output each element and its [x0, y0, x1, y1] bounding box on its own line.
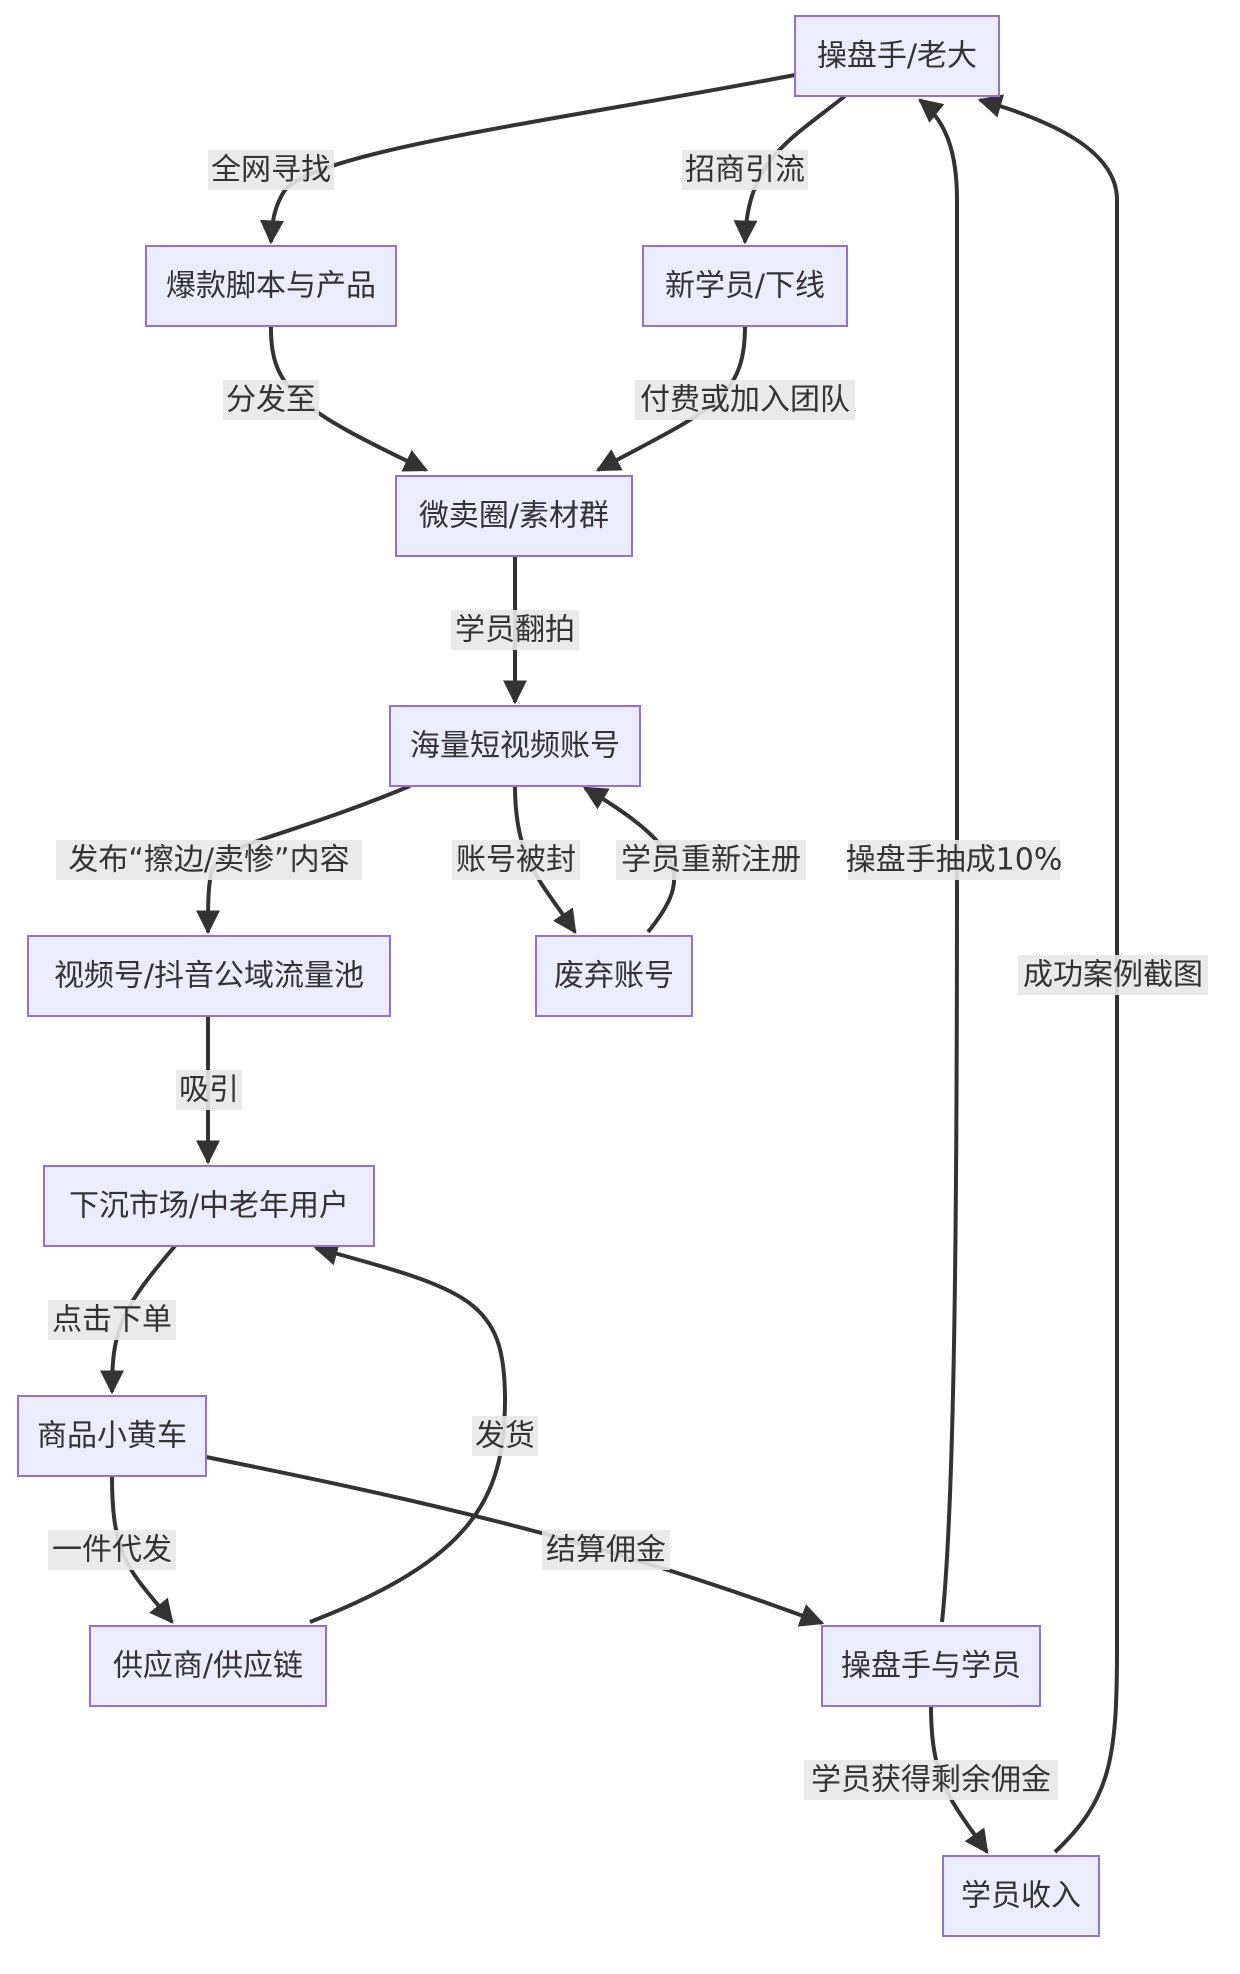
node-banned[interactable]: 废弃账号: [535, 935, 693, 1017]
edge-label-dropship: 一件代发: [48, 1530, 176, 1570]
edge-label-screenshot-text: 成功案例截图: [1023, 958, 1203, 993]
node-circle-label: 微卖圈/素材群: [419, 499, 609, 534]
edge-label-order: 点击下单: [48, 1300, 176, 1340]
edges: [100, 73, 1119, 1854]
edge-label-reshoot-text: 学员翻拍: [455, 613, 575, 648]
node-split[interactable]: 操盘手与学员: [821, 1625, 1041, 1707]
edge-label-publish: 发布“擦边/卖惨”内容: [56, 840, 362, 880]
edge-label-screenshot: 成功案例截图: [1018, 955, 1208, 995]
edge-label-ship: 发货: [472, 1416, 538, 1456]
edge-label-cut-text: 操盘手抽成10%: [846, 843, 1063, 878]
edge-label-reshoot: 学员翻拍: [451, 610, 579, 650]
edge-split-to-boss: [918, 98, 959, 1623]
edge-label-commission-text: 结算佣金: [546, 1533, 666, 1568]
edge-cart-to-split: [205, 1455, 825, 1627]
node-accounts[interactable]: 海量短视频账号: [389, 705, 641, 787]
edge-label-attract-text: 招商引流: [685, 153, 805, 188]
node-split-label: 操盘手与学员: [841, 1649, 1021, 1684]
edge-label-draw-in-text: 吸引: [179, 1073, 239, 1108]
nodes: 操盘手/老大 爆款脚本与产品 新学员/下线 微卖圈/素材群 海量短视频账号 视频…: [17, 15, 1100, 1937]
edge-label-pay-join: 付费或加入团队: [635, 380, 855, 420]
node-circle[interactable]: 微卖圈/素材群: [395, 475, 633, 557]
edge-label-cut: 操盘手抽成10%: [846, 840, 1063, 880]
node-recruit[interactable]: 新学员/下线: [642, 245, 848, 327]
edge-label-search: 全网寻找: [208, 150, 334, 190]
edge-label-ban: 账号被封: [452, 840, 580, 880]
node-script[interactable]: 爆款脚本与产品: [145, 245, 397, 327]
edge-label-publish-text: 发布“擦边/卖惨”内容: [68, 843, 349, 878]
node-supplier[interactable]: 供应商/供应链: [89, 1625, 327, 1707]
node-supplier-label: 供应商/供应链: [113, 1649, 303, 1684]
node-cart[interactable]: 商品小黄车: [17, 1395, 207, 1477]
node-cart-label: 商品小黄车: [37, 1419, 187, 1454]
edge-label-remaining-text: 学员获得剩余佣金: [811, 1763, 1051, 1798]
node-boss-label: 操盘手/老大: [817, 39, 977, 74]
node-market[interactable]: 下沉市场/中老年用户: [43, 1165, 375, 1247]
edge-labels: 全网寻找 招商引流 分发至 付费或加入团队 学员翻拍 发布“擦边/卖惨”内容 账…: [48, 150, 1208, 1800]
edge-label-remaining: 学员获得剩余佣金: [804, 1760, 1058, 1800]
node-script-label: 爆款脚本与产品: [166, 269, 376, 304]
edge-label-ban-text: 账号被封: [456, 843, 576, 878]
edge-label-distribute-text: 分发至: [226, 383, 316, 418]
edge-label-commission: 结算佣金: [542, 1530, 670, 1570]
node-income[interactable]: 学员收入: [942, 1855, 1100, 1937]
edge-boss-to-script: [259, 73, 796, 245]
edge-label-pay-join-text: 付费或加入团队: [640, 383, 850, 418]
edge-label-search-text: 全网寻找: [211, 153, 331, 188]
edge-label-attract: 招商引流: [682, 150, 808, 190]
edge-label-draw-in: 吸引: [176, 1070, 242, 1110]
node-accounts-label: 海量短视频账号: [410, 729, 620, 764]
edge-label-ship-text: 发货: [475, 1419, 535, 1454]
node-recruit-label: 新学员/下线: [665, 269, 825, 304]
edge-label-order-text: 点击下单: [52, 1303, 172, 1338]
node-boss[interactable]: 操盘手/老大: [794, 15, 1000, 97]
node-pool-label: 视频号/抖音公域流量池: [54, 959, 364, 994]
edge-label-distribute: 分发至: [223, 380, 319, 420]
edge-label-reregister-text: 学员重新注册: [621, 843, 801, 878]
node-banned-label: 废弃账号: [554, 959, 674, 994]
edge-income-to-boss: [977, 94, 1119, 1854]
edge-label-reregister: 学员重新注册: [616, 840, 806, 880]
node-market-label: 下沉市场/中老年用户: [69, 1189, 349, 1224]
edge-supplier-to-market: [309, 1242, 508, 1624]
node-pool[interactable]: 视频号/抖音公域流量池: [27, 935, 391, 1017]
node-income-label: 学员收入: [961, 1879, 1081, 1914]
edge-label-dropship-text: 一件代发: [52, 1533, 172, 1568]
